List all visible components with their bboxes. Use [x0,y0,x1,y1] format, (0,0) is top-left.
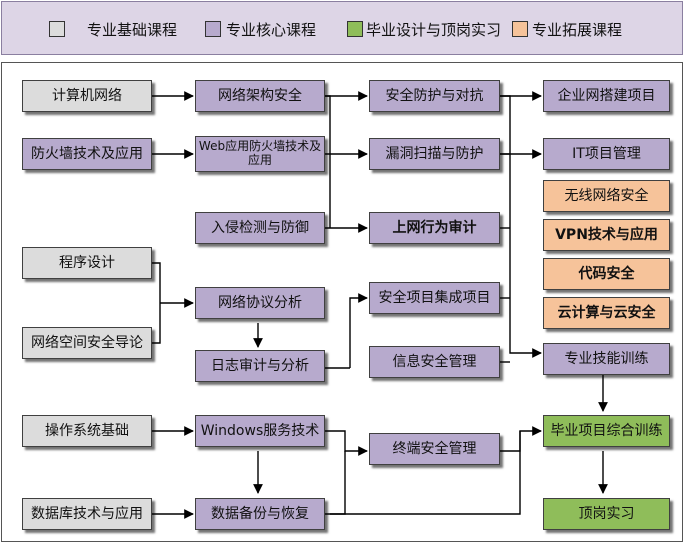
course-os-basics: 操作系统基础 [22,415,152,447]
bracket-programming-cyberintro [152,262,161,344]
course-it-project-management: IT项目管理 [543,138,670,170]
legend-label-basic: 专业基础课程 [87,21,178,39]
line-backup-to-capstone [330,431,521,515]
course-intrusion-detection: 入侵检测与防御 [195,212,325,244]
course-infosec-management: 信息安全管理 [369,346,500,378]
legend-swatch-core [205,21,221,37]
arrow-trunk-to-skills [500,95,542,358]
legend-label-graduation: 毕业设计与顶岗实习 [366,21,502,39]
course-enterprise-network-project: 企业网搭建项目 [543,80,670,112]
course-log-audit: 日志审计与分析 [195,350,325,382]
course-waf: Web应用防火墙技术及应用 [195,136,325,172]
course-internship: 顶岗实习 [543,498,670,530]
arrow-windows-to-terminal [325,430,368,456]
course-cyberspace-intro: 网络空间安全导论 [22,327,152,359]
course-data-backup: 数据备份与恢复 [195,498,325,530]
course-skills-training: 专业技能训练 [543,343,670,375]
legend-swatch-graduation [347,21,363,37]
course-windows-services: Windows服务技术 [195,415,325,447]
legend-bar: 专业基础课程 专业核心课程 毕业设计与顶岗实习 专业拓展课程 [1,1,683,55]
course-database: 数据库技术与应用 [22,498,152,530]
course-defense-and-attack: 安全防护与对抗 [369,80,500,112]
course-capstone-training: 毕业项目综合训练 [543,415,670,447]
course-security-integration-project: 安全项目集成项目 [369,282,500,314]
course-vpn: VPN技术与应用 [543,219,670,251]
line-backup-to-terminal [325,451,346,515]
course-programming: 程序设计 [22,247,152,279]
course-wireless-security: 无线网络安全 [543,180,670,212]
legend-swatch-extension [512,21,528,37]
course-computer-network: 计算机网络 [22,80,152,112]
course-protocol-analysis: 网络协议分析 [195,287,325,319]
course-vulnerability-scanning: 漏洞扫描与防护 [369,138,500,170]
course-endpoint-security: 终端安全管理 [369,433,500,465]
course-firewall-tech: 防火墙技术及应用 [22,138,152,170]
course-network-architecture-security: 网络架构安全 [195,80,325,112]
legend-label-extension: 专业拓展课程 [532,21,623,39]
arrow-log-to-integration [349,293,368,368]
line-arch-to-audit [325,95,331,228]
legend-label-core: 专业核心课程 [226,21,317,39]
course-code-security: 代码安全 [543,258,670,290]
legend-swatch-basic [49,21,65,37]
course-cloud-security: 云计算与云安全 [543,297,670,329]
course-internet-behavior-audit: 上网行为审计 [369,212,500,244]
